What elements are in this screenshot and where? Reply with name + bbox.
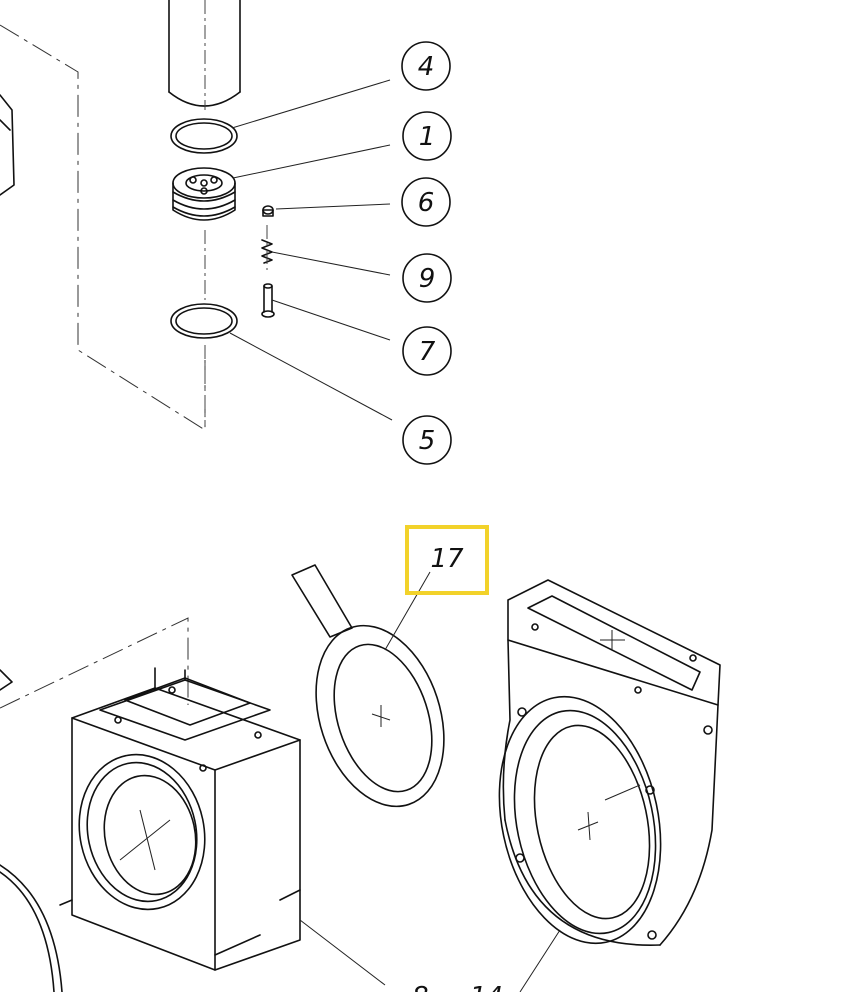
svg-text:9: 9 [419, 264, 436, 294]
gasket-17 [291, 564, 445, 808]
svg-text:7: 7 [419, 337, 436, 367]
screw-7 [261, 283, 275, 318]
nut-6 [262, 205, 274, 217]
valve-body-left [59, 667, 301, 971]
svg-text:4: 4 [418, 52, 435, 82]
callout-7[interactable]: 7 [402, 326, 452, 376]
o-ring-5 [170, 230, 238, 425]
lower-assembly: 8 ... 14 17 [0, 525, 721, 992]
svg-text:6: 6 [418, 188, 435, 218]
valve-body-right [498, 579, 721, 992]
spring-9 [261, 225, 273, 270]
piston-1 [172, 167, 236, 221]
svg-text:1: 1 [419, 122, 436, 152]
callout-5[interactable]: 5 [402, 415, 452, 465]
svg-text:5: 5 [419, 426, 436, 456]
o-ring-4 [170, 118, 238, 154]
callout-17[interactable]: 17 [405, 525, 489, 595]
callout-1[interactable]: 1 [402, 111, 452, 161]
svg-text:17: 17 [430, 544, 464, 574]
callout-4[interactable]: 4 [401, 41, 451, 91]
callout-6[interactable]: 6 [401, 177, 451, 227]
callout-9[interactable]: 9 [402, 253, 452, 303]
cylinder-tube [168, 0, 241, 110]
leader-lines-upper [229, 79, 393, 421]
upper-assembly: 4 1 6 9 7 5 [0, 0, 452, 465]
highlight-box [405, 525, 489, 595]
bottom-partial-label: 8 ... 14 [412, 982, 503, 992]
